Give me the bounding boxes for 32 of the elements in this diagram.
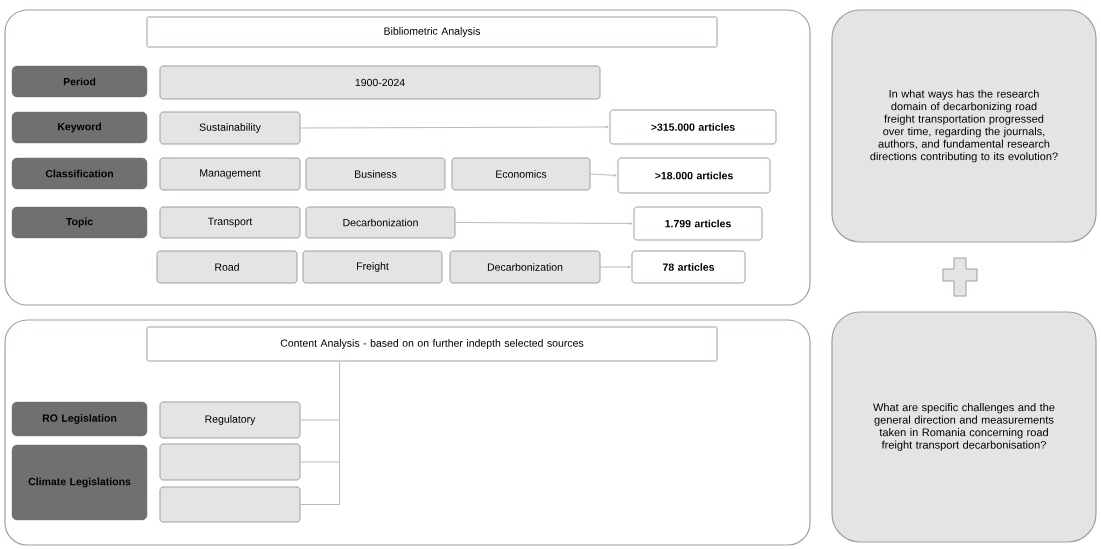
category-box: Classification xyxy=(11,157,148,190)
result-box: 78 articles xyxy=(631,250,746,284)
result-box: 1.799 articles xyxy=(633,206,763,241)
header-box: Content Analysis - based on on further indepth selected sources xyxy=(146,326,718,362)
connector xyxy=(600,265,631,269)
criterion-box: Freight xyxy=(302,250,443,284)
criterion-box: Road xyxy=(156,250,298,284)
criterion-box: Decarbonization xyxy=(449,250,601,284)
criterion-box: Decarbonization xyxy=(305,206,456,239)
category-box: Topic xyxy=(11,206,148,239)
connector xyxy=(455,222,633,225)
question-box: In what ways has the research domain of decarbonizing road freight transportation progressed over time, regarding the journals, authors, and fundamental research directions contributing to its evolution? xyxy=(831,9,1097,243)
criterion-box: Sustainability xyxy=(159,111,301,145)
criterion-box: Transport xyxy=(159,206,301,239)
criterion-box: 1900-2024 xyxy=(159,65,601,100)
criterion-box xyxy=(159,443,301,481)
header-box: Bibliometric Analysis xyxy=(146,16,718,48)
result-box: >18.000 articles xyxy=(617,157,771,194)
criterion-box: Business xyxy=(305,157,446,191)
connector xyxy=(300,125,609,129)
category-box: Climate Legislations xyxy=(11,444,148,521)
result-box: >315.000 articles xyxy=(609,109,777,145)
connector xyxy=(590,173,617,177)
criterion-box: Management xyxy=(159,157,301,191)
connector xyxy=(300,361,340,505)
category-box: Period xyxy=(11,65,148,98)
question-box: What are specific challenges and the general direction and measurements taken in Romania concerning road freight transport decarbonisation? xyxy=(831,311,1097,543)
category-box: Keyword xyxy=(11,111,148,144)
criterion-box: Regulatory xyxy=(159,401,301,439)
criterion-box xyxy=(159,486,301,523)
criterion-box: Economics xyxy=(451,157,591,191)
category-box: RO Legislation xyxy=(11,401,148,437)
